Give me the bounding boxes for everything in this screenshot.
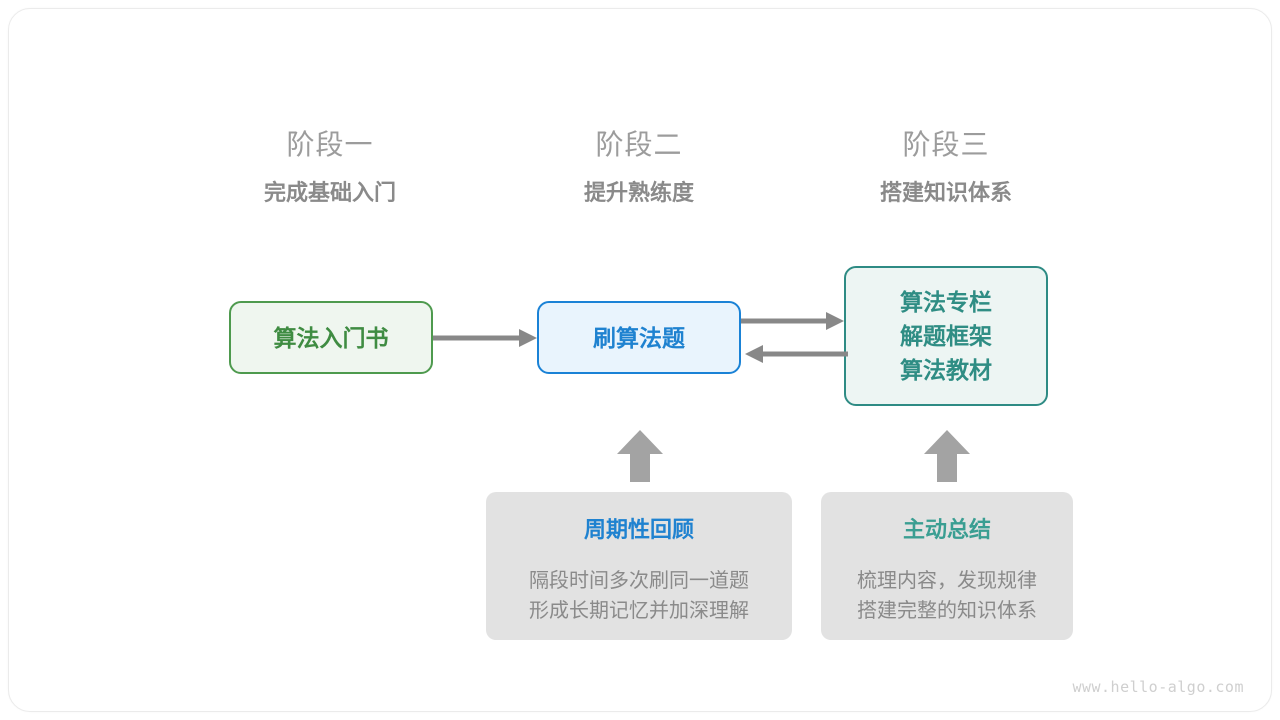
node-knowledge-system-line-2: 解题框架 <box>900 323 992 349</box>
arrow-practice-to-system <box>741 312 844 330</box>
note-periodic-review[interactable]: 周期性回顾 隔段时间多次刷同一道题 形成长期记忆并加深理解 <box>486 492 792 640</box>
stage-subtitle-3: 搭建知识体系 <box>879 180 1012 205</box>
arrow-summary-to-system <box>924 430 970 482</box>
arrow-book-to-practice <box>433 329 537 347</box>
note-active-summary-body-line-1: 梳理内容，发现规律 <box>857 570 1037 592</box>
note-active-summary-title: 主动总结 <box>902 517 991 542</box>
stage-title-1: 阶段一 <box>286 129 374 160</box>
note-active-summary[interactable]: 主动总结 梳理内容，发现规律 搭建完整的知识体系 <box>821 492 1073 640</box>
note-active-summary-body-line-2: 搭建完整的知识体系 <box>857 600 1037 622</box>
stage-subtitle-1: 完成基础入门 <box>263 180 396 205</box>
node-practice-problems[interactable]: 刷算法题 <box>537 301 741 374</box>
node-knowledge-system-line-1: 算法专栏 <box>900 289 992 315</box>
stage-title-2: 阶段二 <box>595 129 683 160</box>
arrow-review-to-practice <box>617 430 663 482</box>
node-practice-problems-line-1: 刷算法题 <box>593 324 685 351</box>
note-periodic-review-body-line-1: 隔段时间多次刷同一道题 <box>529 570 749 592</box>
node-intro-book-line-1: 算法入门书 <box>273 324 389 351</box>
stage-column-3: 阶段三 搭建知识体系 <box>816 128 1076 208</box>
note-periodic-review-body: 隔段时间多次刷同一道题 形成长期记忆并加深理解 <box>529 566 749 626</box>
stage-column-2: 阶段二 提升熟练度 <box>509 128 769 208</box>
stage-title-3: 阶段三 <box>902 129 990 160</box>
note-periodic-review-body-line-2: 形成长期记忆并加深理解 <box>529 600 749 622</box>
stage-subtitle-2: 提升熟练度 <box>583 180 694 205</box>
node-knowledge-system-line-3: 算法教材 <box>900 357 992 383</box>
note-active-summary-body: 梳理内容，发现规律 搭建完整的知识体系 <box>857 566 1037 626</box>
watermark: www.hello-algo.com <box>1072 678 1244 696</box>
note-periodic-review-title: 周期性回顾 <box>583 517 694 542</box>
node-knowledge-system[interactable]: 算法专栏 解题框架 算法教材 <box>844 266 1048 406</box>
arrow-system-to-practice <box>745 345 848 363</box>
node-intro-book[interactable]: 算法入门书 <box>229 301 433 374</box>
stage-column-1: 阶段一 完成基础入门 <box>200 128 460 208</box>
